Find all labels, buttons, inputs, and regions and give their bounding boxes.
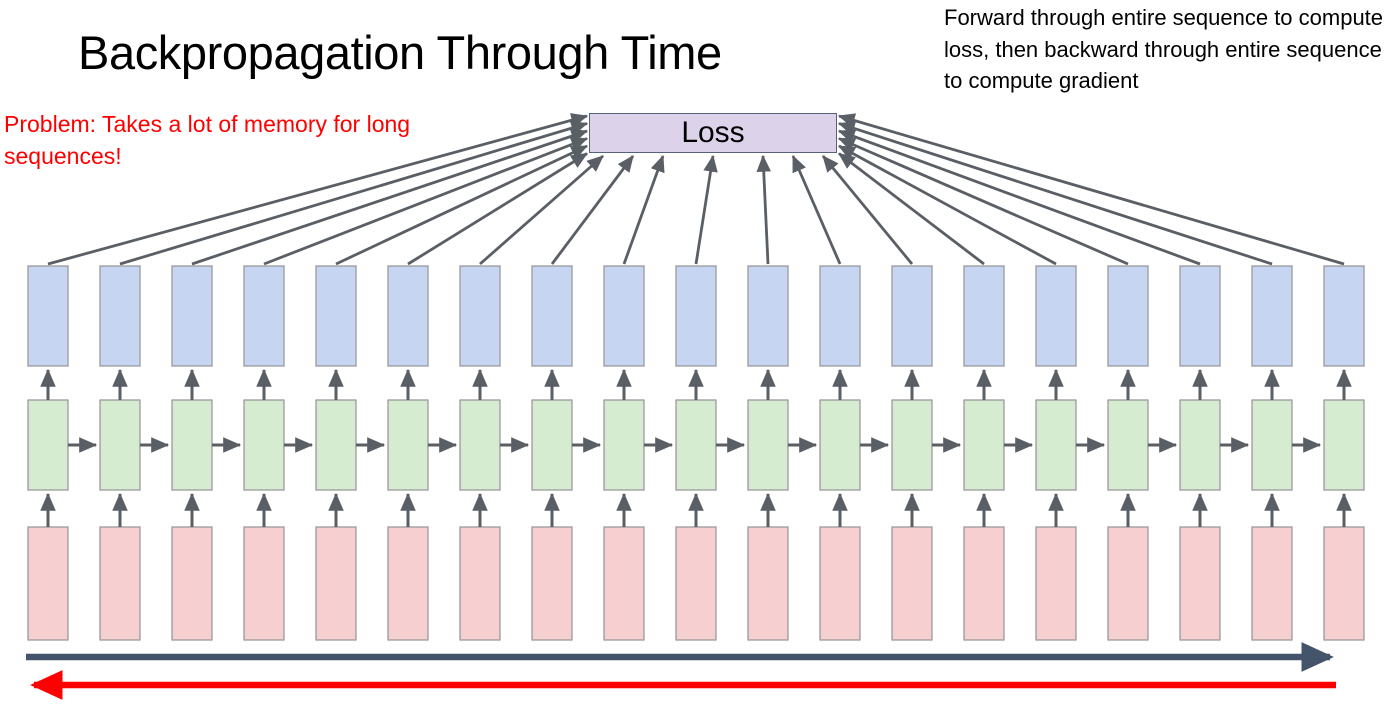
output-cell	[27, 265, 69, 367]
output-to-loss-arrow	[837, 121, 1273, 266]
input-cell	[963, 526, 1005, 641]
output-to-loss-arrow	[119, 121, 589, 266]
input-cell	[747, 526, 789, 641]
hidden-cell	[1251, 399, 1293, 491]
hidden-cell	[27, 399, 69, 491]
input-cell	[819, 526, 861, 641]
output-cell	[531, 265, 573, 367]
input-cell	[387, 526, 429, 641]
output-to-loss-arrow	[263, 137, 589, 266]
output-cell	[459, 265, 501, 367]
output-to-loss-arrow	[837, 137, 1129, 266]
output-cell	[819, 265, 861, 367]
hidden-cell	[819, 399, 861, 491]
input-cell	[1251, 526, 1293, 641]
output-to-loss-arrow	[407, 152, 588, 266]
hidden-cell	[315, 399, 357, 491]
output-to-loss-arrow	[47, 113, 589, 266]
hidden-cell	[603, 399, 645, 491]
output-cell	[1035, 265, 1077, 367]
hidden-cell	[387, 399, 429, 491]
input-cell	[315, 526, 357, 641]
output-cell	[387, 265, 429, 367]
hidden-cell	[99, 399, 141, 491]
hidden-cell	[675, 399, 717, 491]
output-to-loss-arrow	[694, 154, 718, 265]
hidden-cell	[963, 399, 1005, 491]
input-cell	[1179, 526, 1221, 641]
forward-backward-note: Forward through entire sequence to compu…	[944, 5, 1384, 93]
output-to-loss-arrow-group	[47, 113, 1345, 266]
output-cell	[963, 265, 1005, 367]
hidden-cell	[747, 399, 789, 491]
input-cell	[1107, 526, 1149, 641]
hidden-cell	[459, 399, 501, 491]
loss-label: Loss	[681, 116, 745, 149]
input-cell	[99, 526, 141, 641]
output-to-loss-arrow	[622, 154, 665, 265]
hidden-cell	[171, 399, 213, 491]
hidden-cell	[1179, 399, 1221, 491]
cell-link-arrow-group	[40, 368, 1352, 527]
output-cell	[603, 265, 645, 367]
hidden-cell	[1323, 399, 1365, 491]
input-cell	[675, 526, 717, 641]
input-cell	[27, 526, 69, 641]
input-cell	[1035, 526, 1077, 641]
page-title: Backpropagation Through Time	[78, 26, 722, 79]
output-cell	[747, 265, 789, 367]
output-to-loss-arrow	[821, 155, 914, 265]
output-to-loss-arrow	[550, 155, 635, 265]
output-to-loss-arrow	[837, 129, 1201, 266]
input-cell	[1323, 526, 1365, 641]
input-cell	[603, 526, 645, 641]
input-cell	[243, 526, 285, 641]
output-to-loss-arrow	[838, 144, 1057, 266]
hidden-cell	[531, 399, 573, 491]
input-cell	[531, 526, 573, 641]
output-cell	[315, 265, 357, 367]
output-cell	[171, 265, 213, 367]
output-cell	[1179, 265, 1221, 367]
output-cell	[1323, 265, 1365, 367]
output-to-loss-arrow	[191, 129, 589, 266]
output-cell	[99, 265, 141, 367]
hidden-cell	[1035, 399, 1077, 491]
input-cell	[171, 526, 213, 641]
hidden-cell	[891, 399, 933, 491]
cell-column-group	[27, 265, 1365, 641]
output-to-loss-arrow	[791, 154, 842, 265]
output-to-loss-arrow	[335, 144, 589, 266]
output-cell	[891, 265, 933, 367]
hidden-cell	[1107, 399, 1149, 491]
problem-note: Problem: Takes a lot of memory for long …	[4, 111, 411, 169]
output-cell	[1251, 265, 1293, 367]
input-cell	[891, 526, 933, 641]
output-to-loss-arrow	[756, 154, 771, 265]
loss-box: Loss	[589, 113, 837, 153]
output-cell	[243, 265, 285, 367]
output-cell	[1107, 265, 1149, 367]
input-cell	[459, 526, 501, 641]
output-to-loss-arrow	[838, 152, 985, 266]
output-to-loss-arrow	[479, 154, 604, 266]
output-to-loss-arrow	[837, 113, 1345, 266]
hidden-cell	[243, 399, 285, 491]
output-cell	[675, 265, 717, 367]
